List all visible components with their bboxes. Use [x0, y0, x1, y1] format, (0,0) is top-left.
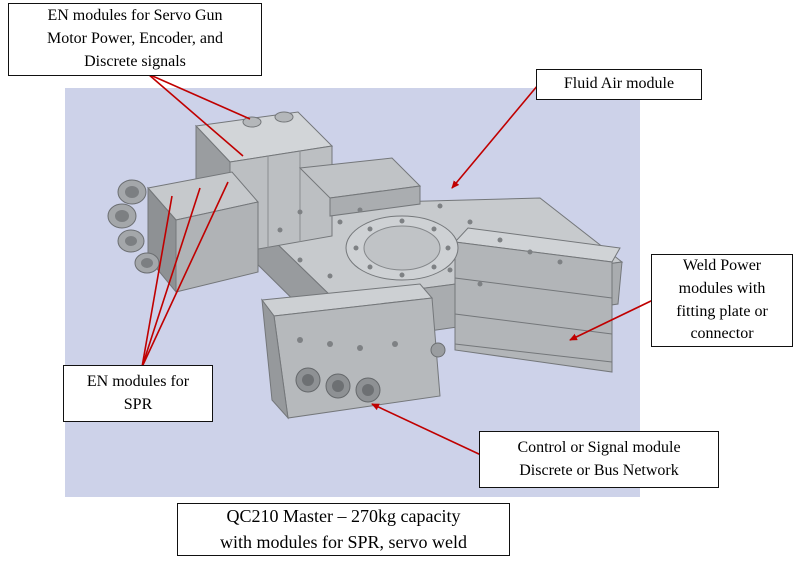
- label-text-line: connector: [690, 325, 754, 343]
- label-text-line: Fluid Air module: [563, 75, 675, 93]
- label-control-signal-module: Control or Signal module Discrete or Bus…: [479, 431, 719, 488]
- leader-arrow-fluid-air: [451, 84, 539, 189]
- leader-line-spr-3: [141, 181, 229, 368]
- leader-line-spr-2: [141, 187, 201, 368]
- label-text-line: SPR: [123, 395, 153, 413]
- diagram-caption: QC210 Master – 270kg capacity with modul…: [177, 503, 510, 556]
- caption-text-line: with modules for SPR, servo weld: [220, 531, 467, 552]
- label-text-line: modules with: [678, 279, 766, 297]
- leader-lines: [141, 73, 654, 456]
- label-spr-en-modules: EN modules for SPR: [63, 365, 213, 422]
- leader-arrow-weld-power: [569, 299, 654, 341]
- label-text-line: EN modules for Servo Gun: [47, 7, 223, 25]
- label-text-line: Control or Signal module: [517, 438, 681, 456]
- label-fluid-air-module: Fluid Air module: [536, 69, 702, 100]
- machine-illustration: [107, 111, 624, 420]
- leader-arrow-control: [371, 403, 482, 456]
- label-text-line: Motor Power, Encoder, and: [46, 30, 223, 48]
- label-text-line: Discrete signals: [84, 52, 186, 70]
- label-text-line: Discrete or Bus Network: [519, 461, 679, 479]
- caption-text-line: QC210 Master – 270kg capacity: [226, 505, 461, 526]
- label-servo-gun-en-modules: EN modules for Servo Gun Motor Power, En…: [8, 3, 262, 76]
- label-text-line: Weld Power: [682, 257, 762, 275]
- leader-line-servo-1: [147, 73, 251, 120]
- label-weld-power-modules: Weld Power modules with fitting plate or…: [651, 254, 793, 347]
- leader-line-servo-2: [147, 73, 244, 157]
- label-text-line: fitting plate or: [676, 302, 768, 320]
- label-text-line: EN modules for: [86, 372, 190, 390]
- leader-line-spr-1: [141, 195, 173, 368]
